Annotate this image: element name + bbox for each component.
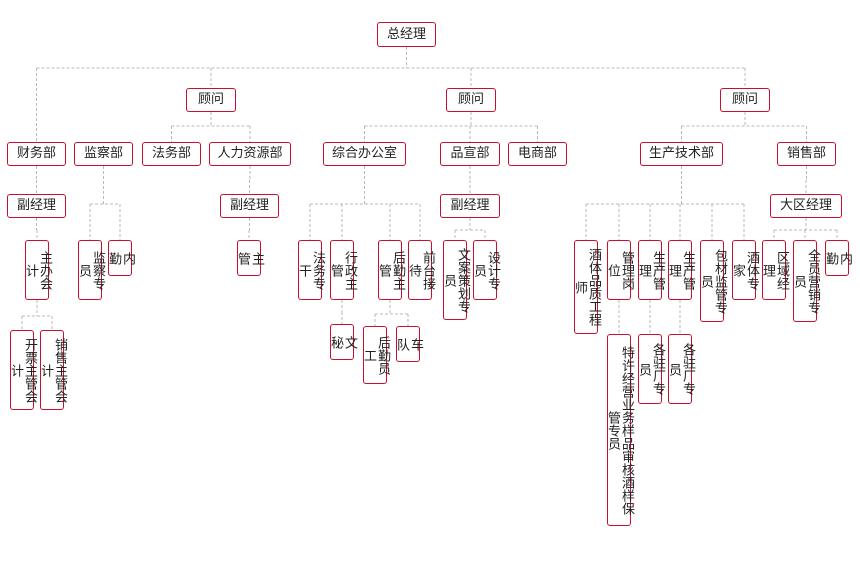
- legal-officer-box[interactable]: 法务专干: [296, 240, 325, 300]
- factory-resident-specialist-box[interactable]: 各驻厂专员: [666, 334, 695, 404]
- sales-clerk-box[interactable]: 内勤: [823, 240, 852, 276]
- marketing-deputy-manager-box[interactable]: 副经理: [440, 194, 500, 218]
- factory-resident-specialist-box[interactable]: 各驻厂专员: [636, 334, 665, 404]
- finance-department-box[interactable]: 财务部: [7, 142, 66, 166]
- admin-supervisor-box[interactable]: 行政主管: [328, 240, 357, 300]
- regional-manager-box[interactable]: 大区经理: [770, 194, 842, 218]
- sales-accountant-box[interactable]: 销售主管会计: [38, 330, 67, 410]
- legal-department-box[interactable]: 法务部: [142, 142, 201, 166]
- advisor-box[interactable]: 顾问: [720, 88, 770, 112]
- logistics-supervisor-box[interactable]: 后勤主管: [376, 240, 405, 300]
- all-staff-marketing-box[interactable]: 全员营销专员: [791, 240, 820, 322]
- secretary-box[interactable]: 文秘: [328, 324, 357, 360]
- supervision-department-box[interactable]: 监察部: [74, 142, 133, 166]
- reception-box[interactable]: 前台接待: [406, 240, 435, 300]
- general-manager-box[interactable]: 总经理: [377, 22, 436, 47]
- general-office-box[interactable]: 综合办公室: [323, 142, 406, 166]
- marketing-department-box[interactable]: 品宣部: [440, 142, 500, 166]
- advisor-box[interactable]: 顾问: [446, 88, 496, 112]
- chief-accountant-box[interactable]: 主办会计: [23, 240, 52, 300]
- finance-deputy-manager-box[interactable]: 副经理: [7, 194, 66, 218]
- ecommerce-department-box[interactable]: 电商部: [508, 142, 567, 166]
- sales-department-box[interactable]: 销售部: [777, 142, 836, 166]
- advisor-box[interactable]: 顾问: [186, 88, 236, 112]
- hr-supervisor-box[interactable]: 主管: [235, 240, 264, 276]
- supervision-specialist-box[interactable]: 监察专员: [76, 240, 105, 300]
- hr-department-box[interactable]: 人力资源部: [209, 142, 291, 166]
- hr-deputy-manager-box[interactable]: 副经理: [220, 194, 279, 218]
- fleet-box[interactable]: 车队: [394, 326, 423, 362]
- design-specialist-box[interactable]: 设计专员: [471, 240, 500, 300]
- franchise-sample-specialist-box[interactable]: 特许经营业务样品审核酒样保管专员: [605, 334, 634, 526]
- production-management-box[interactable]: 生产管理: [666, 240, 695, 300]
- area-manager-box[interactable]: 区域经理: [760, 240, 789, 300]
- production-management-box[interactable]: 生产管理: [636, 240, 665, 300]
- packaging-supervisor-box[interactable]: 包材监管专员: [698, 240, 727, 322]
- supervision-clerk-box[interactable]: 内勤: [106, 240, 135, 276]
- liquor-expert-box[interactable]: 酒体专家: [730, 240, 759, 300]
- liquor-quality-engineer-box[interactable]: 酒体品质工程师: [572, 240, 601, 334]
- management-position-box[interactable]: 管理岗位: [605, 240, 634, 300]
- copywriting-specialist-box[interactable]: 文案策划专员: [441, 240, 470, 320]
- logistics-staff-box[interactable]: 后勤员工: [361, 326, 390, 384]
- production-technology-department-box[interactable]: 生产技术部: [640, 142, 723, 166]
- invoicing-accountant-box[interactable]: 开票主管会计: [8, 330, 37, 410]
